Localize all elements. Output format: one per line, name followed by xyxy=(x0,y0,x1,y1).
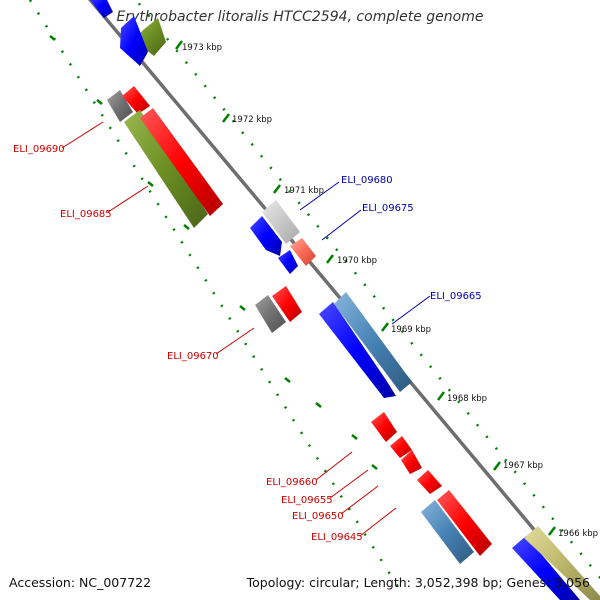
major-tick xyxy=(273,184,281,194)
tick-label: 1971 kbp xyxy=(284,186,324,196)
gene-label[interactable]: ELI_09675 xyxy=(362,203,414,214)
gene-red-09655[interactable] xyxy=(401,450,422,474)
topology-text: Topology: circular; Length: 3,052,398 bp… xyxy=(246,575,590,590)
major-tick xyxy=(381,322,389,332)
gene-label[interactable]: ELI_09655 xyxy=(281,495,333,506)
callout-09690 xyxy=(61,121,104,149)
major-tick xyxy=(175,40,183,50)
gene-blue[interactable] xyxy=(120,16,148,66)
callout-09675 xyxy=(321,209,362,241)
gene-salmon-09675[interactable] xyxy=(290,238,316,266)
callout-09665 xyxy=(391,295,431,325)
gene-red-09645[interactable] xyxy=(437,490,492,556)
gene-red-09685[interactable] xyxy=(140,108,223,216)
gene-label[interactable]: ELI_09650 xyxy=(292,511,344,522)
tick-label: 1970 kbp xyxy=(337,256,377,266)
major-tick xyxy=(371,464,378,470)
outer-tick-rail xyxy=(134,0,600,580)
major-tick xyxy=(326,254,334,264)
genes-reverse xyxy=(250,200,600,600)
gene-label[interactable]: ELI_09685 xyxy=(60,209,112,220)
major-tick xyxy=(183,224,190,230)
major-tick xyxy=(239,305,246,311)
major-tick xyxy=(315,402,322,408)
gene-olive[interactable] xyxy=(134,18,166,56)
major-ticks xyxy=(175,40,556,536)
major-tick xyxy=(147,181,154,187)
tick-label: 1968 kbp xyxy=(447,394,487,404)
gene-olive-09685[interactable] xyxy=(124,110,208,228)
tick-label: 1973 kbp xyxy=(182,43,222,53)
tick-label: 1969 kbp xyxy=(391,325,431,335)
tick-label: 1967 kbp xyxy=(503,461,543,471)
accession-text: Accession: NC_007722 xyxy=(9,575,152,590)
major-tick xyxy=(222,113,230,123)
major-tick xyxy=(284,377,291,383)
gene-label[interactable]: ELI_09680 xyxy=(341,175,393,186)
gene-blue-09665[interactable] xyxy=(319,302,396,398)
callout-09660 xyxy=(315,451,353,481)
major-tick xyxy=(548,526,556,536)
major-tick xyxy=(437,391,445,401)
gene-blue-09675[interactable] xyxy=(250,216,282,256)
gene-red-09670[interactable] xyxy=(272,286,302,322)
gene-steel-09645[interactable] xyxy=(421,500,474,564)
major-tick xyxy=(96,99,103,105)
major-tick xyxy=(351,434,358,440)
gene-blue[interactable] xyxy=(90,0,113,18)
tick-labels: 1973 kbp 1972 kbp 1971 kbp 1970 kbp 1969… xyxy=(182,43,598,539)
gene-red-09660[interactable] xyxy=(371,412,397,442)
callout-09670 xyxy=(215,327,255,355)
gene-red-09690[interactable] xyxy=(122,86,150,114)
map-title: Erythrobacter litoralis HTCC2594, comple… xyxy=(116,9,484,25)
gene-label[interactable]: ELI_09690 xyxy=(13,144,65,155)
callout-09655 xyxy=(329,469,369,499)
gene-red-09650[interactable] xyxy=(417,470,442,494)
gene-steel-09665[interactable] xyxy=(334,292,412,392)
tick-label: 1966 kbp xyxy=(558,529,598,539)
gene-label[interactable]: ELI_09665 xyxy=(430,291,482,302)
callout-09680 xyxy=(299,181,340,211)
gene-blue[interactable] xyxy=(512,536,580,600)
genes-forward xyxy=(90,0,492,564)
tick-label: 1972 kbp xyxy=(232,115,272,125)
gene-labels: ELI_09690 ELI_09685 ELI_09680 ELI_09675 … xyxy=(13,144,482,543)
callout-09685 xyxy=(107,185,149,213)
gene-gray-09690[interactable] xyxy=(107,90,133,122)
major-tick xyxy=(493,461,501,471)
gene-lightgray-09680[interactable] xyxy=(262,200,300,244)
gene-label[interactable]: ELI_09670 xyxy=(167,351,219,362)
gene-label[interactable]: ELI_09645 xyxy=(311,532,363,543)
gene-khaki[interactable] xyxy=(524,526,600,600)
gene-blue-09675b[interactable] xyxy=(278,250,298,274)
gene-label[interactable]: ELI_09660 xyxy=(266,477,318,488)
major-tick xyxy=(49,35,56,41)
label-callouts xyxy=(61,121,431,537)
gene-gray-09670[interactable] xyxy=(255,295,286,333)
inner-major-ticks xyxy=(49,35,378,470)
callout-09645 xyxy=(359,507,397,537)
gene-red-09660b[interactable] xyxy=(390,436,412,458)
callout-09650 xyxy=(340,485,379,515)
